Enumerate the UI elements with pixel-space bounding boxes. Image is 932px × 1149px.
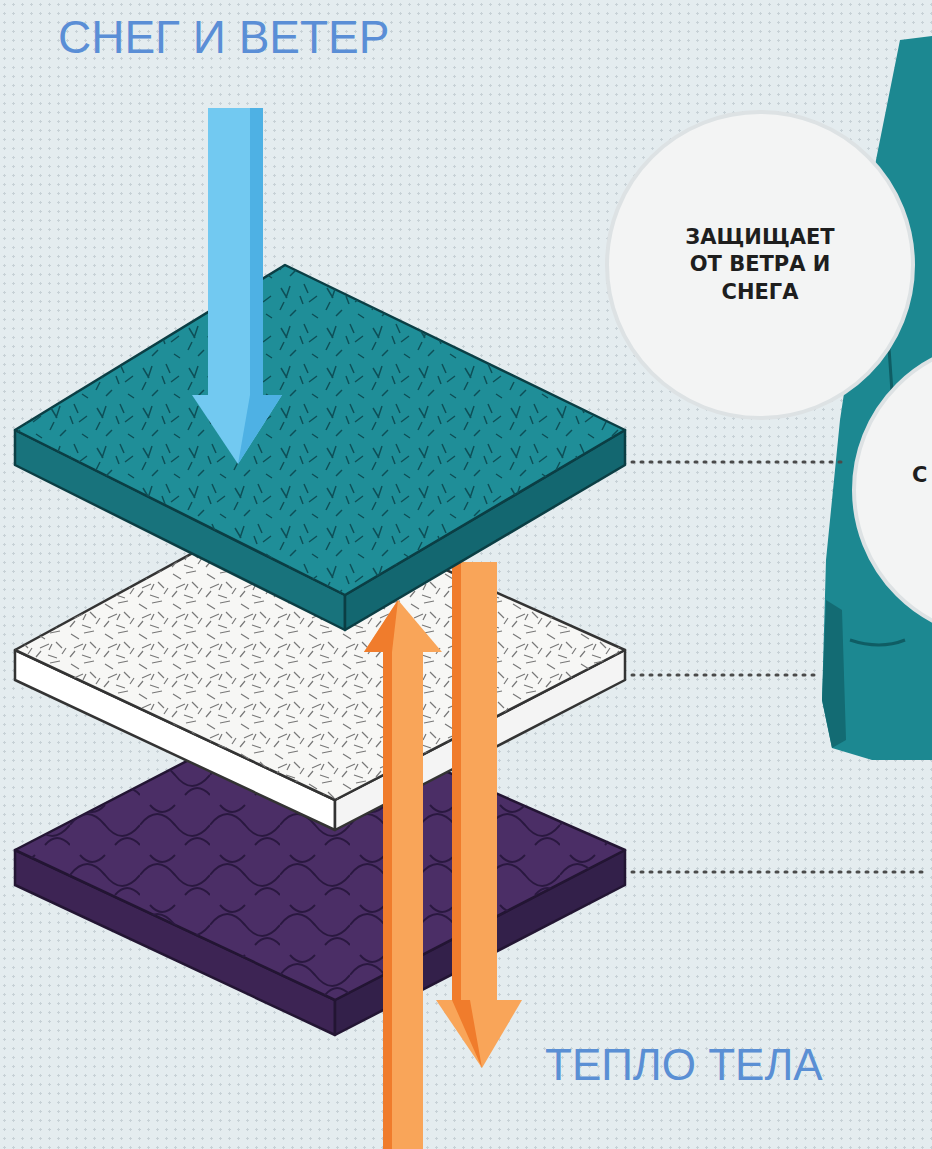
leader-line [632, 871, 928, 874]
snow-wind-arrow [192, 108, 282, 464]
diagram-label: СНЕГ И ВЕТЕР [58, 10, 389, 64]
shell-layer [15, 265, 625, 630]
callout-circle: ЗАЩИЩАЕТ ОТ ВЕТРА И СНЕГА [605, 110, 915, 420]
callout-text: ЗАЩИЩАЕТ ОТ ВЕТРА И СНЕГА [670, 224, 850, 306]
diagram-label: ТЕПЛО ТЕЛА [545, 1040, 823, 1090]
leader-line [632, 461, 846, 464]
callout-text: С [912, 462, 927, 489]
heat-arrows [364, 562, 522, 1149]
leader-line [632, 674, 818, 677]
